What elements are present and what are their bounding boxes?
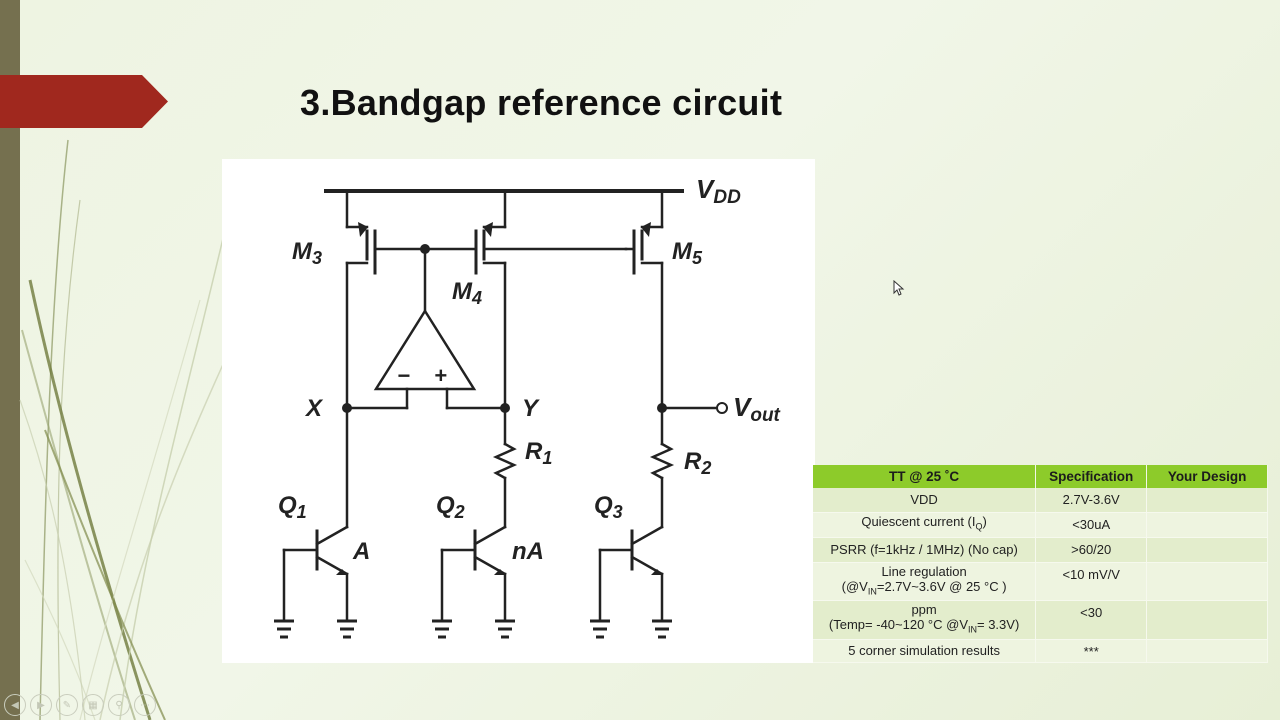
- label-m5: M5: [672, 238, 703, 268]
- label-m4: M4: [452, 278, 482, 308]
- spec-table: TT @ 25 ˚C Specification Your Design VDD…: [813, 465, 1268, 663]
- row-param: ppm(Temp= -40~120 °C @VIN= 3.3V): [813, 600, 1037, 640]
- row-spec: <30uA: [1035, 512, 1148, 538]
- slides-icon[interactable]: ▦: [82, 694, 104, 716]
- label-q3: Q3: [594, 492, 623, 522]
- more-options-icon[interactable]: ⋯: [134, 694, 156, 716]
- row-design: [1146, 512, 1268, 538]
- table-row: PSRR (f=1kHz / 1MHz) (No cap) >60/20: [813, 537, 1268, 563]
- label-y: Y: [522, 395, 540, 422]
- label-q2: Q2: [436, 492, 465, 522]
- row-param: Quiescent current (IQ): [813, 512, 1037, 538]
- slideshow-controls: ◀ ▶ ✎ ▦ ⚲ ⋯: [4, 694, 156, 716]
- row-spec: >60/20: [1035, 537, 1148, 563]
- row-spec: 2.7V-3.6V: [1035, 488, 1148, 513]
- row-param: 5 corner simulation results: [813, 639, 1037, 663]
- slideshow-next-icon[interactable]: ▶: [30, 694, 52, 716]
- row-param: Line regulation(@VIN=2.7V~3.6V @ 25 °C ): [813, 562, 1037, 602]
- label-opamp-minus: −: [397, 363, 410, 388]
- label-x: X: [304, 395, 324, 422]
- label-m3: M3: [292, 238, 322, 268]
- bandgap-circuit-diagram: VDD M3 M4 M5 X Y Vout R1 R2 Q1 Q2 Q3 A n…: [222, 159, 815, 663]
- label-r1: R1: [525, 438, 552, 468]
- row-param: PSRR (f=1kHz / 1MHz) (No cap): [813, 537, 1037, 563]
- label-area-a: A: [352, 538, 370, 565]
- header-condition: TT @ 25 ˚C: [813, 465, 1037, 488]
- row-spec: <30: [1035, 600, 1148, 640]
- row-design: [1146, 562, 1268, 602]
- label-r2: R2: [684, 448, 711, 478]
- mouse-pointer-icon: [893, 280, 905, 296]
- zoom-icon[interactable]: ⚲: [108, 694, 130, 716]
- label-q1: Q1: [278, 492, 307, 522]
- left-accent-bar: [0, 0, 20, 720]
- header-your-design: Your Design: [1146, 465, 1268, 488]
- row-design: [1146, 600, 1268, 640]
- decorative-grass-lines: [19, 139, 226, 720]
- row-spec: ***: [1035, 639, 1148, 663]
- table-row: Line regulation(@VIN=2.7V~3.6V @ 25 °C )…: [813, 562, 1268, 602]
- label-opamp-plus: +: [434, 363, 447, 388]
- header-specification: Specification: [1035, 465, 1148, 488]
- row-design: [1146, 488, 1268, 513]
- table-row: ppm(Temp= -40~120 °C @VIN= 3.3V) <30: [813, 600, 1268, 640]
- row-design: [1146, 639, 1268, 663]
- slideshow-prev-icon[interactable]: ◀: [4, 694, 26, 716]
- table-row: 5 corner simulation results ***: [813, 639, 1268, 663]
- pen-icon[interactable]: ✎: [56, 694, 78, 716]
- label-vdd: VDD: [696, 174, 741, 208]
- table-row: Quiescent current (IQ) <30uA: [813, 512, 1268, 538]
- slide-title: 3.Bandgap reference circuit: [300, 82, 783, 123]
- table-header-row: TT @ 25 ˚C Specification Your Design: [813, 465, 1268, 488]
- table-row: VDD 2.7V-3.6V: [813, 488, 1268, 513]
- row-spec: <10 mV/V: [1035, 562, 1148, 602]
- title-accent-arrow: [0, 75, 168, 128]
- row-design: [1146, 537, 1268, 563]
- label-vout: Vout: [733, 392, 781, 426]
- label-area-na: nA: [512, 538, 544, 565]
- row-param: VDD: [813, 488, 1037, 513]
